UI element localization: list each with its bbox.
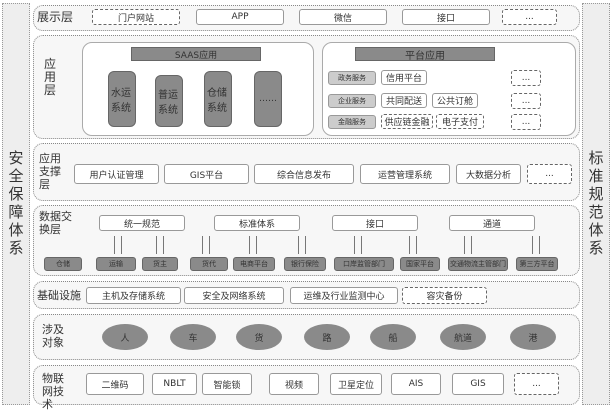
iot-layer: 物联网技术 二维码 NBLT 智能锁 视频 卫星定位 AIS GIS ... [33, 365, 580, 411]
standards-bar: 标准规范体系 [582, 3, 610, 405]
object-item: 路 [304, 324, 350, 350]
bidirectional-arrow [539, 236, 540, 254]
layer-label: 应用支撑层 [39, 152, 61, 191]
object-item: 货 [236, 324, 282, 350]
support-item: GIS平台 [164, 164, 249, 184]
iot-item: 智能锁 [202, 373, 252, 395]
object-item: 航道 [440, 324, 486, 350]
display-item: ... [502, 9, 557, 25]
bidirectional-arrow [471, 236, 472, 254]
participant: 电商平台 [233, 257, 275, 271]
exchange-item: 标准体系 [214, 215, 300, 231]
support-item: 运营管理系统 [360, 164, 450, 184]
infrastructure-layer: 基础设施 主机及存储系统 安全及网络系统 运维及行业监测中心 容灾备份 [33, 281, 580, 309]
layer-label: 涉及对象 [42, 323, 64, 349]
iot-item: GIS [452, 373, 504, 395]
participant: 口岸监管部门 [334, 257, 394, 271]
bidirectional-arrow [121, 236, 122, 254]
layer-label: 基础设施 [37, 289, 81, 302]
application-layer: 应用层 SAAS应用 水运系统 普运系统 仓储系统 …… 平台应用 政务服务 信… [33, 35, 580, 139]
service-item: 共同配送 [381, 93, 427, 108]
service-item: 电子支付 [436, 114, 484, 129]
display-item: APP [196, 9, 284, 25]
participant: 仓储 [44, 257, 82, 271]
participant: 运输 [96, 257, 136, 271]
display-layer: 展示层 门户网站 APP 微信 接口 ... [33, 5, 580, 31]
iot-item: 视频 [269, 373, 319, 395]
bidirectional-arrow [416, 236, 417, 254]
service-category: 金融服务 [328, 115, 376, 129]
object-item: 人 [102, 324, 148, 350]
platform-panel: 平台应用 政务服务 信用平台 企业服务 共同配送 公共订舱 金融服务 供应链金融… [322, 42, 576, 136]
participant: 货主 [142, 257, 178, 271]
bidirectional-arrow [156, 236, 157, 254]
infra-item: 容灾备份 [402, 287, 487, 304]
bidirectional-arrow [163, 236, 164, 254]
bidirectional-arrow [298, 236, 299, 254]
participant: 交通物流主管部门 [448, 257, 508, 271]
layer-label: 应用层 [44, 57, 57, 97]
service-item: 公共订舱 [432, 93, 478, 108]
security-bar: 安全保障体系 [2, 3, 30, 405]
display-item: 微信 [299, 9, 387, 25]
layer-label: 物联网技术 [42, 372, 64, 411]
saas-item: 水运系统 [108, 71, 136, 127]
participant: 银行保险 [284, 257, 326, 271]
bidirectional-arrow [409, 236, 410, 254]
exchange-item: 通道 [449, 215, 535, 231]
bidirectional-arrow [361, 236, 362, 254]
iot-item: ... [514, 373, 559, 395]
display-item: 接口 [402, 9, 490, 25]
participant: 第三方平台 [516, 257, 558, 271]
participant: 国家平台 [400, 257, 440, 271]
service-category: 企业服务 [328, 94, 376, 108]
display-item: 门户网站 [92, 9, 180, 25]
participant: 货代 [190, 257, 228, 271]
bidirectional-arrow [202, 236, 203, 254]
bidirectional-arrow [114, 236, 115, 254]
iot-item: 卫星定位 [330, 373, 382, 395]
infra-item: 运维及行业监测中心 [290, 287, 398, 304]
service-item: 供应链金融 [381, 114, 433, 129]
saas-title: SAAS应用 [131, 47, 261, 61]
bidirectional-arrow [354, 236, 355, 254]
saas-item: 普运系统 [155, 75, 183, 127]
service-item: 信用平台 [381, 70, 427, 85]
more-item: ... [511, 70, 541, 86]
support-item: 大数据分析 [456, 164, 521, 184]
saas-item: 仓储系统 [204, 71, 232, 127]
iot-item: AIS [391, 373, 441, 395]
bidirectional-arrow [464, 236, 465, 254]
bidirectional-arrow [209, 236, 210, 254]
bidirectional-arrow [249, 236, 250, 254]
iot-item: NBLT [152, 373, 197, 395]
infra-item: 安全及网络系统 [184, 287, 284, 304]
support-item: 综合信息发布 [254, 164, 354, 184]
bidirectional-arrow [256, 236, 257, 254]
support-item: 用户认证管理 [74, 164, 159, 184]
objects-layer: 涉及对象 人 车 货 路 船 航道 港 [33, 314, 580, 360]
layer-label: 展示层 [37, 10, 74, 24]
support-layer: 应用支撑层 用户认证管理 GIS平台 综合信息发布 运营管理系统 大数据分析 .… [33, 143, 580, 201]
exchange-layer: 数据交换层 统一规范 标准体系 接口 通道 仓储 运输 货主 货代 电商平台 银… [33, 205, 580, 276]
more-item: ... [511, 114, 541, 130]
object-item: 港 [510, 324, 556, 350]
platform-title: 平台应用 [355, 47, 495, 62]
saas-panel: SAAS应用 水运系统 普运系统 仓储系统 …… [82, 42, 314, 136]
object-item: 车 [170, 324, 216, 350]
support-item: ... [527, 164, 572, 184]
object-item: 船 [370, 324, 416, 350]
service-category: 政务服务 [328, 71, 376, 85]
exchange-item: 统一规范 [99, 215, 185, 231]
infra-item: 主机及存储系统 [86, 287, 181, 304]
layer-label: 数据交换层 [39, 210, 72, 236]
bidirectional-arrow [532, 236, 533, 254]
exchange-item: 接口 [332, 215, 418, 231]
bidirectional-arrow [305, 236, 306, 254]
iot-item: 二维码 [86, 373, 144, 395]
more-item: ... [511, 93, 541, 109]
saas-item: …… [254, 71, 282, 127]
